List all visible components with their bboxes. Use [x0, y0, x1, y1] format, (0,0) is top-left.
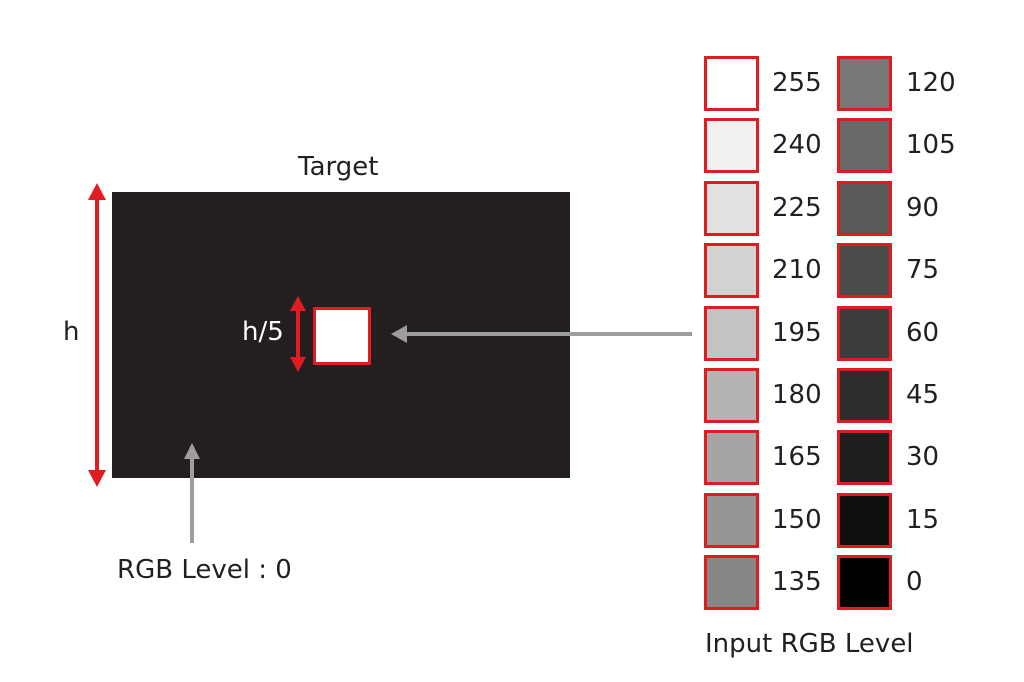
swatch-165: [704, 430, 759, 486]
swatch-label-45: 45: [906, 380, 940, 410]
target-square: [313, 307, 371, 365]
swatch-label-255: 255: [772, 68, 822, 98]
swatch-label-75: 75: [906, 255, 940, 286]
swatch-15: [837, 492, 892, 548]
swatch-label-135: 135: [772, 567, 822, 598]
input-arrow: [391, 325, 692, 343]
swatch-label-120: 120: [906, 68, 956, 98]
fifth-height-arrow: [290, 296, 306, 372]
height-arrow: [88, 183, 106, 487]
swatch-label-165: 165: [772, 442, 822, 473]
swatch-label-0: 0: [906, 567, 923, 598]
swatch-label-240: 240: [772, 130, 822, 161]
swatch-label-195: 195: [772, 317, 822, 348]
swatch-label-90: 90: [906, 192, 940, 223]
swatch-195: [704, 305, 759, 361]
swatch-240: [704, 118, 759, 174]
swatch-label-150: 150: [772, 504, 822, 535]
swatch-label-180: 180: [772, 380, 822, 410]
swatch-label-15: 15: [906, 504, 940, 535]
background-arrow: [184, 443, 200, 543]
swatch-label-225: 225: [772, 192, 822, 223]
swatch-180: [704, 368, 759, 423]
swatch-210: [704, 243, 759, 299]
swatch-60: [837, 305, 892, 361]
swatch-label-210: 210: [772, 255, 822, 286]
input-rgb-level-label: Input RGB Level: [705, 629, 914, 659]
swatch-225: [704, 180, 759, 236]
swatch-label-60: 60: [906, 317, 940, 348]
swatch-150: [704, 492, 759, 548]
target-label: Target: [298, 152, 379, 182]
swatch-0: [837, 555, 892, 611]
rgb-level-label: RGB Level : 0: [117, 555, 292, 585]
swatch-135: [704, 555, 759, 611]
swatch-120: [837, 56, 892, 111]
height-label: h: [63, 317, 80, 347]
swatch-90: [837, 180, 892, 236]
swatch-30: [837, 430, 892, 486]
swatch-105: [837, 118, 892, 174]
swatch-label-105: 105: [906, 130, 956, 161]
swatch-255: [704, 56, 759, 111]
swatch-75: [837, 243, 892, 299]
fifth-height-label: h/5: [242, 317, 284, 347]
swatch-label-30: 30: [906, 442, 940, 473]
swatch-45: [837, 368, 892, 423]
